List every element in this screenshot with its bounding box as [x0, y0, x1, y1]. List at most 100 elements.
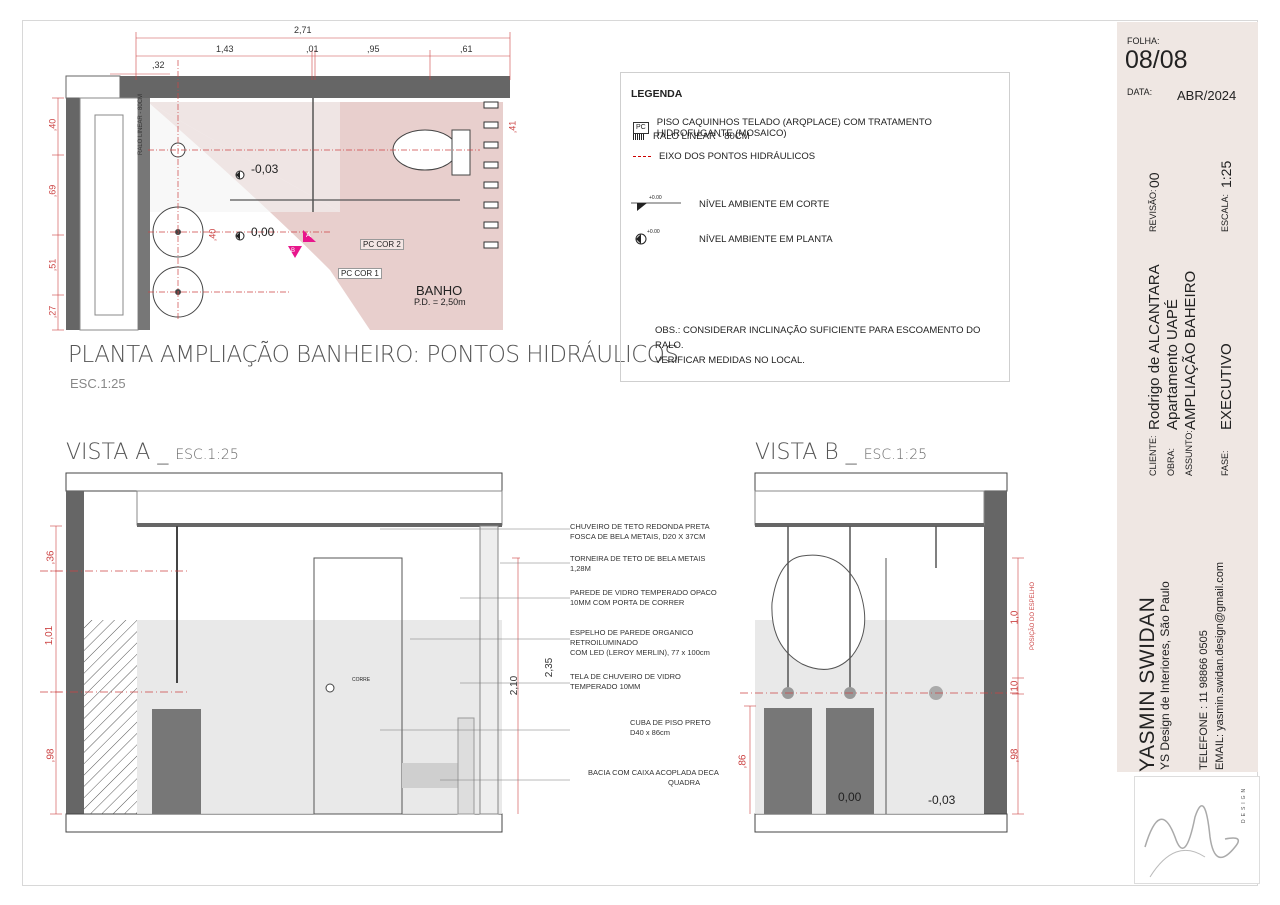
- plan-wall-corner: [65, 75, 121, 99]
- data-label: DATA:: [1127, 87, 1153, 97]
- legend-obs: OBS.: CONSIDERAR INCLINAÇÃO SUFICIENTE P…: [655, 323, 1009, 368]
- vista-b-floor: [754, 813, 1008, 833]
- data-value: ABR/2024: [1177, 88, 1237, 103]
- vista-b-dim-left: ,86: [737, 754, 749, 769]
- obra-label: OBRA:: [1166, 447, 1176, 476]
- legend-item-eixo: EIXO DOS PONTOS HIDRÁULICOS: [633, 151, 815, 162]
- assunto-label: ASSUNTO:: [1184, 430, 1194, 476]
- plan-partition: [138, 98, 150, 330]
- assunto-value: AMPLIAÇÃO BAHEIRO: [1182, 270, 1199, 430]
- plan-dim-total: 2,71: [294, 25, 312, 35]
- vista-a-glass-door: [313, 557, 403, 815]
- plan-dim-left-3: ,51: [47, 258, 58, 272]
- plan-level-label-1: -0,03: [251, 162, 279, 176]
- axis-line-icon: [633, 156, 651, 157]
- plan-view-marker-a: [303, 230, 316, 242]
- ralo-linear-icon: [633, 133, 645, 140]
- vista-b-organic-mirror: [771, 554, 866, 670]
- plan-cabinet: [94, 114, 124, 316]
- vista-b-drawing: [740, 472, 1024, 833]
- plan-dim-inner: ,40: [207, 228, 218, 242]
- ys-logo-icon: [1144, 805, 1240, 878]
- fase-value: EXECUTIVO: [1218, 343, 1235, 430]
- plan-pc-cor-1: PC COR 1: [338, 268, 382, 279]
- vista-a-title: VISTA A _ ESC.1:25: [66, 440, 239, 465]
- plan-dim-right: ,41: [507, 120, 518, 134]
- legend-title: LEGENDA: [631, 88, 683, 100]
- vista-b-right-wall: [984, 491, 1007, 814]
- escala-label: ESCALA:: [1220, 193, 1230, 232]
- legend-corte-level: +0.00: [649, 195, 662, 201]
- cliente-label: CLIENTE:: [1148, 435, 1158, 476]
- plan-dim-3: ,95: [367, 44, 380, 54]
- revisao-label: REVISÃO:: [1148, 189, 1158, 232]
- vista-a-dim-1: ,36: [45, 550, 57, 565]
- vista-a-hatched-wall: [84, 620, 137, 814]
- legend-item-1: PISO CAQUINHOS TELADO (ARQPLACE) COM TRA…: [656, 117, 932, 139]
- plan-room-name: BANHO: [416, 283, 463, 298]
- logo-design-text: DESIGN: [1241, 785, 1247, 823]
- vista-a-toilet: [402, 763, 470, 788]
- designer-logo: DESIGN: [1134, 776, 1260, 884]
- plan-dim-1: 1,43: [216, 44, 234, 54]
- vista-a-corre-label: CORRE: [352, 677, 371, 683]
- vista-a-dim-2: 1,01: [44, 625, 56, 646]
- designer-subtitle: YS Design de Interiores, São Paulo: [1158, 581, 1172, 770]
- legend-item-3: EIXO DOS PONTOS HIDRÁULICOS: [659, 151, 816, 162]
- plan-top-dimensions: [110, 32, 511, 80]
- plan-right-vent-marks: [483, 101, 499, 249]
- vista-b-dim-1: 1,0: [1009, 610, 1021, 625]
- plan-niche: [79, 97, 139, 331]
- plan-view-marker-b: [288, 246, 302, 258]
- cliente-value: Rodrigo de ALCANTARA: [1146, 264, 1163, 430]
- vista-a-left-wall: [66, 491, 84, 814]
- designer-name: YASMIN SWIDAN: [1136, 596, 1159, 772]
- vista-b-title: VISTA B _ ESC.1:25: [755, 440, 928, 465]
- vista-a-height-dims: [512, 557, 520, 814]
- vista-b-dim-3: ,98: [1009, 748, 1021, 763]
- folha-value: 08/08: [1125, 46, 1188, 74]
- legend-nivel-planta: NÍVEL AMBIENTE EM PLANTA: [699, 234, 833, 245]
- folha-label: FOLHA:: [1127, 36, 1160, 46]
- vista-a-drawing: [40, 472, 520, 833]
- plan-left-dimensions: [52, 97, 64, 331]
- plan-drawing: [52, 32, 511, 331]
- vista-b-mirror-position: POSIÇÃO DO ESPELHO: [1030, 581, 1036, 650]
- vista-b-ceiling: [754, 472, 1008, 492]
- plan-level-marker-2: [235, 231, 245, 241]
- vista-b-level-1: 0,00: [838, 790, 862, 804]
- legend-box: LEGENDA PC PISO CAQUINHOS TELADO (ARQPLA…: [620, 72, 1010, 382]
- vista-b-right-dims: [744, 557, 1024, 815]
- vista-a-dim-3: ,98: [45, 748, 57, 763]
- vista-a-left-dims: [50, 525, 62, 815]
- obra-value: Apartamento UAPÉ: [1164, 299, 1181, 430]
- vista-b-basin-1: [764, 708, 812, 814]
- legend-planta-level: +0.00: [647, 229, 660, 235]
- legend-obs-line-2: VERIFICAR MEDIDAS NO LOCAL.: [655, 355, 805, 366]
- vista-a-floor-basin: [152, 709, 201, 814]
- annotation-4: ESPELHO DE PAREDE ORGANICO RETROILUMINAD…: [570, 628, 710, 657]
- plan-toilet-tank: [451, 129, 471, 176]
- plan-top-wall: [66, 76, 510, 98]
- legend-item-2: RALO LINEAR - 80CM: [653, 131, 750, 142]
- vista-a-floor: [65, 813, 503, 833]
- designer-email: EMAIL: yasmin.swidan.design@gmail.com: [1214, 561, 1226, 770]
- vista-a-ceiling: [65, 472, 503, 492]
- escala-value: 1:25: [1218, 160, 1234, 188]
- plan-dim-left-1: ,40: [47, 118, 58, 132]
- plan-ralo-label: RALO LINEAR - 80CM: [138, 93, 144, 155]
- revisao-value: 00: [1146, 172, 1162, 188]
- level-symbols-icon: [631, 202, 681, 245]
- plan-dim-left-2: ,69: [47, 184, 58, 198]
- vista-b-level-2: -0,03: [928, 793, 956, 807]
- plan-dim-5: ,32: [152, 60, 165, 70]
- legend-item-ralo: RALO LINEAR - 80CM: [633, 131, 750, 142]
- fase-label: FASE:: [1220, 450, 1230, 476]
- plan-scale: ESC.1:25: [70, 376, 126, 391]
- plan-marker-b-label: B: [291, 248, 296, 254]
